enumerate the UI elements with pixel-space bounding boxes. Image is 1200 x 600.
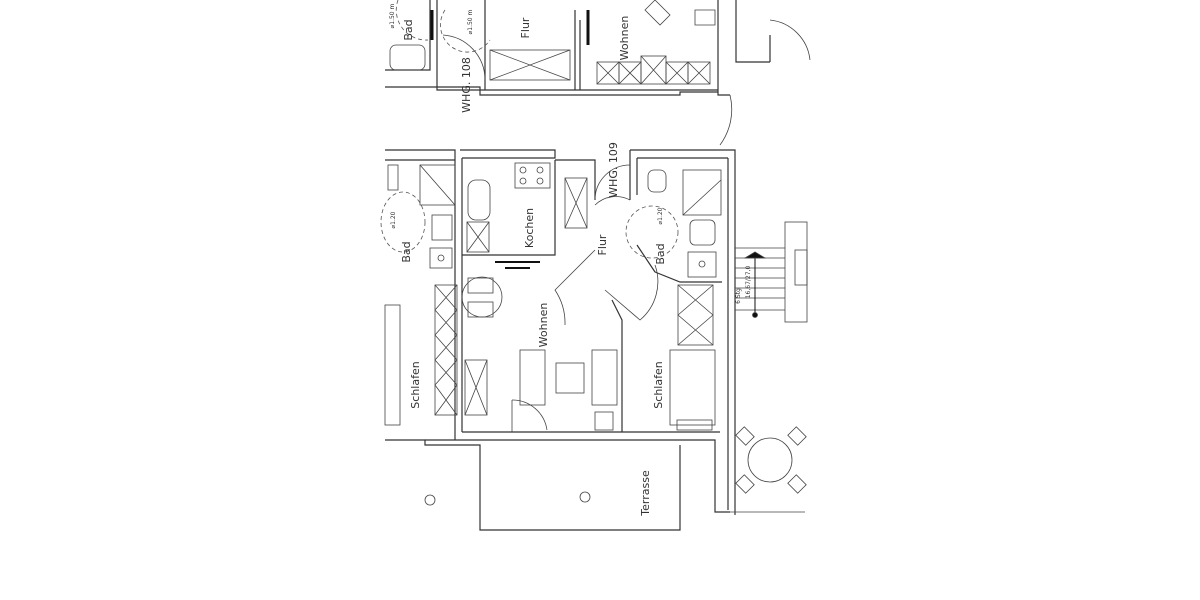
room-label-kochen: Kochen [523,208,536,248]
room-label-flur-top: Flur [519,17,532,38]
turn-circle-label: ⌀1.20 [390,211,397,228]
room-label-bad-top: Bad [402,19,415,40]
room-label-flur: Flur [596,234,609,255]
unit-label-108: WHG. 108 [460,57,473,113]
room-label-bad-109: Bad [654,243,667,264]
turn-circle-label: ⌀1.20 [657,207,664,224]
room-label-wohnen-top: Wohnen [618,16,631,61]
unit-label-109: WHG. 109 [607,142,620,198]
stair-steps-label: 6 Stg [735,288,742,304]
apartment-108-walls [385,0,811,146]
room-label-wohnen: Wohnen [537,303,550,348]
turn-circle-label: ⌀1.50 m [467,9,474,34]
turn-circle-label: ⌀1.50 m [389,3,396,28]
room-label-terrasse: Terrasse [639,470,652,517]
stair [735,221,808,323]
room-label-bad-left: Bad [400,241,413,262]
stair-ratio-label: 16,67/27,0 [745,266,752,299]
room-label-schlafen: Schlafen [652,361,665,408]
terrace-table [730,426,807,513]
room-label-schlafen-left: Schlafen [409,361,422,408]
apartment-109-walls [380,149,736,531]
